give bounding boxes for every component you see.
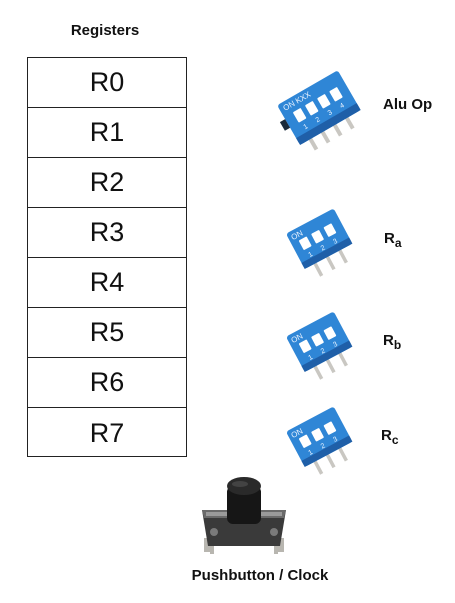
register-table: R0 R1 R2 R3 R4 R5 R6 R7 <box>27 57 187 457</box>
svg-text:4: 4 <box>339 102 346 110</box>
alu-op-dip-switch-icon[interactable]: ON KXX 1 2 3 4 <box>272 55 372 160</box>
ra-label: Ra <box>384 230 402 250</box>
svg-text:1: 1 <box>307 449 314 457</box>
svg-text:1: 1 <box>307 354 314 362</box>
register-r3: R3 <box>28 208 186 258</box>
svg-text:3: 3 <box>332 341 339 349</box>
alu-op-label: Alu Op <box>383 96 433 113</box>
register-r6: R6 <box>28 358 186 408</box>
register-r5: R5 <box>28 308 186 358</box>
svg-text:3: 3 <box>332 436 339 444</box>
svg-text:1: 1 <box>302 123 309 131</box>
svg-text:2: 2 <box>320 347 327 355</box>
svg-text:1: 1 <box>307 251 314 259</box>
registers-title: Registers <box>70 22 140 39</box>
svg-text:2: 2 <box>315 116 322 124</box>
svg-text:3: 3 <box>332 238 339 246</box>
rb-label: Rb <box>383 332 402 352</box>
register-r0: R0 <box>28 58 186 108</box>
rc-label: Rc <box>381 427 399 447</box>
register-r2: R2 <box>28 158 186 208</box>
svg-text:2: 2 <box>320 442 327 450</box>
register-r1: R1 <box>28 108 186 158</box>
register-r7: R7 <box>89 417 125 448</box>
svg-text:2: 2 <box>320 244 327 252</box>
ra-dip-switch-icon[interactable]: ON 1 2 3 <box>281 200 361 280</box>
register-r4: R4 <box>28 258 186 308</box>
pushbutton-label: Pushbutton / Clock <box>191 567 329 584</box>
rc-dip-switch-icon[interactable]: ON 1 2 3 <box>281 398 361 478</box>
rb-dip-switch-icon[interactable]: ON 1 2 3 <box>281 303 361 383</box>
pushbutton-icon[interactable] <box>194 472 294 562</box>
svg-text:3: 3 <box>327 109 334 117</box>
